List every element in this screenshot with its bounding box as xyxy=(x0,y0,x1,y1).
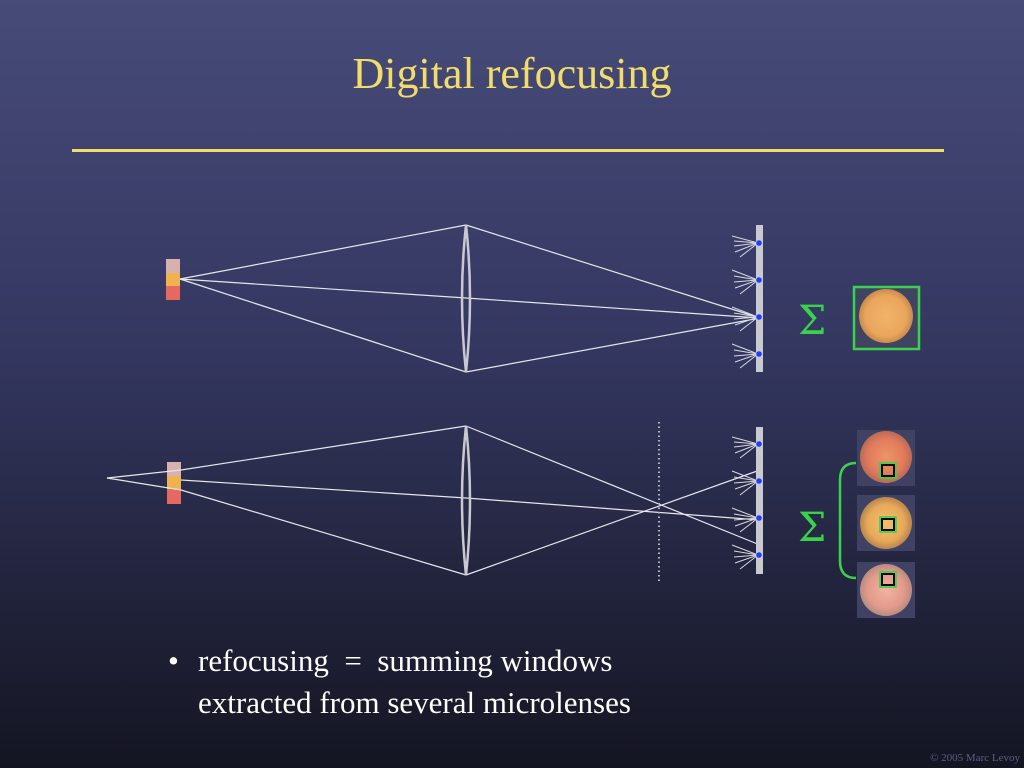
copyright-notice: © 2005 Marc Levoy xyxy=(930,752,1020,764)
bullet-line-2: extracted from several microlenses xyxy=(198,685,631,720)
title-divider xyxy=(72,149,944,152)
microlens-dots-bottom xyxy=(756,441,762,558)
bullet-marker: • xyxy=(168,643,179,678)
bottom-diagram: Σ xyxy=(106,422,915,618)
subject-pixels-bottom xyxy=(167,462,181,504)
microlens-image-2 xyxy=(857,495,915,551)
microlens-array-top xyxy=(756,225,763,372)
main-lens-bottom xyxy=(460,425,472,576)
microlens-fans-top xyxy=(731,235,759,369)
summed-pixel-top xyxy=(852,285,921,351)
microlens-dots-top xyxy=(756,240,762,357)
rays-bottom xyxy=(106,425,761,576)
subject-pixels-top xyxy=(166,259,180,300)
sigma-symbol-bottom: Σ xyxy=(798,505,826,551)
sigma-symbol-top: Σ xyxy=(798,298,826,344)
rays-top xyxy=(179,224,761,373)
summation-bracket xyxy=(838,461,857,580)
microlens-image-3 xyxy=(857,562,915,618)
microlens-fans-bottom xyxy=(731,436,759,570)
microlens-image-1 xyxy=(857,430,915,486)
bullet-text: refocusing = summing windows extracted f… xyxy=(198,640,928,724)
top-diagram: Σ xyxy=(166,224,921,373)
bullet-line-1: refocusing = summing windows xyxy=(198,643,613,678)
bullet-point: • refocusing = summing windows extracted… xyxy=(168,640,928,724)
microlens-array-bottom xyxy=(756,427,763,574)
slide-title: Digital refocusing xyxy=(352,49,672,98)
main-lens-top xyxy=(460,224,472,373)
